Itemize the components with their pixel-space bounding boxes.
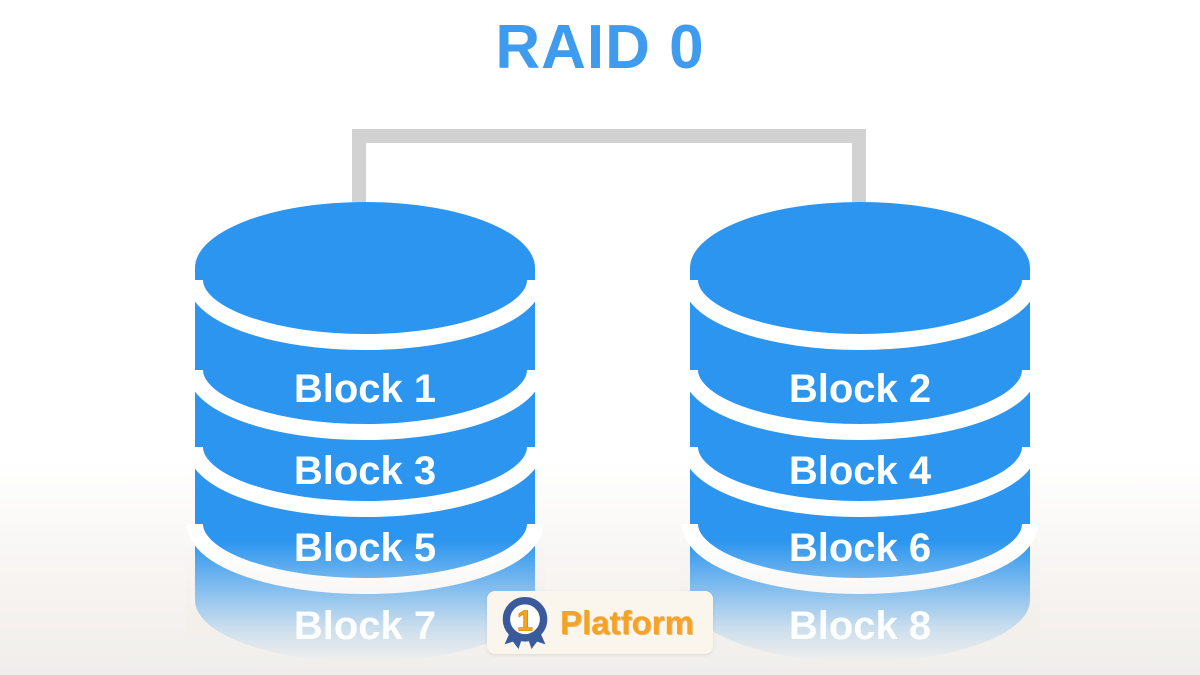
block-label: Block 6	[789, 526, 931, 570]
disk-separator	[682, 279, 1038, 350]
block-label: Block 2	[789, 367, 931, 411]
block-label: Block 7	[294, 604, 436, 648]
disk-cylinder-right: Block 2 Block 4 Block 6 Block 8	[680, 202, 1040, 665]
disk-separator	[187, 446, 543, 517]
block-label: Block 3	[294, 449, 436, 493]
medal-badge-icon: 1	[502, 596, 548, 649]
disk-separator	[187, 279, 543, 350]
disk-cylinder-left: Block 1 Block 3 Block 5 Block 7	[185, 202, 545, 665]
disk-separator	[682, 369, 1038, 440]
platform-watermark: 1 Platform	[487, 591, 713, 654]
connector-bar	[352, 129, 866, 143]
bottom-fade	[185, 535, 545, 665]
bottom-fade	[680, 535, 1040, 665]
badge-ring	[502, 596, 548, 642]
block-label: Block 4	[789, 449, 932, 493]
platform-logo-text: Platform	[560, 603, 694, 641]
page-title: RAID 0	[495, 13, 705, 82]
block-label: Block 5	[294, 526, 436, 570]
disk-separator	[187, 369, 543, 440]
block-label: Block 8	[789, 604, 931, 648]
block-label: Block 1	[294, 367, 436, 411]
disk-separator	[682, 446, 1038, 517]
badge-number: 1	[517, 605, 533, 637]
